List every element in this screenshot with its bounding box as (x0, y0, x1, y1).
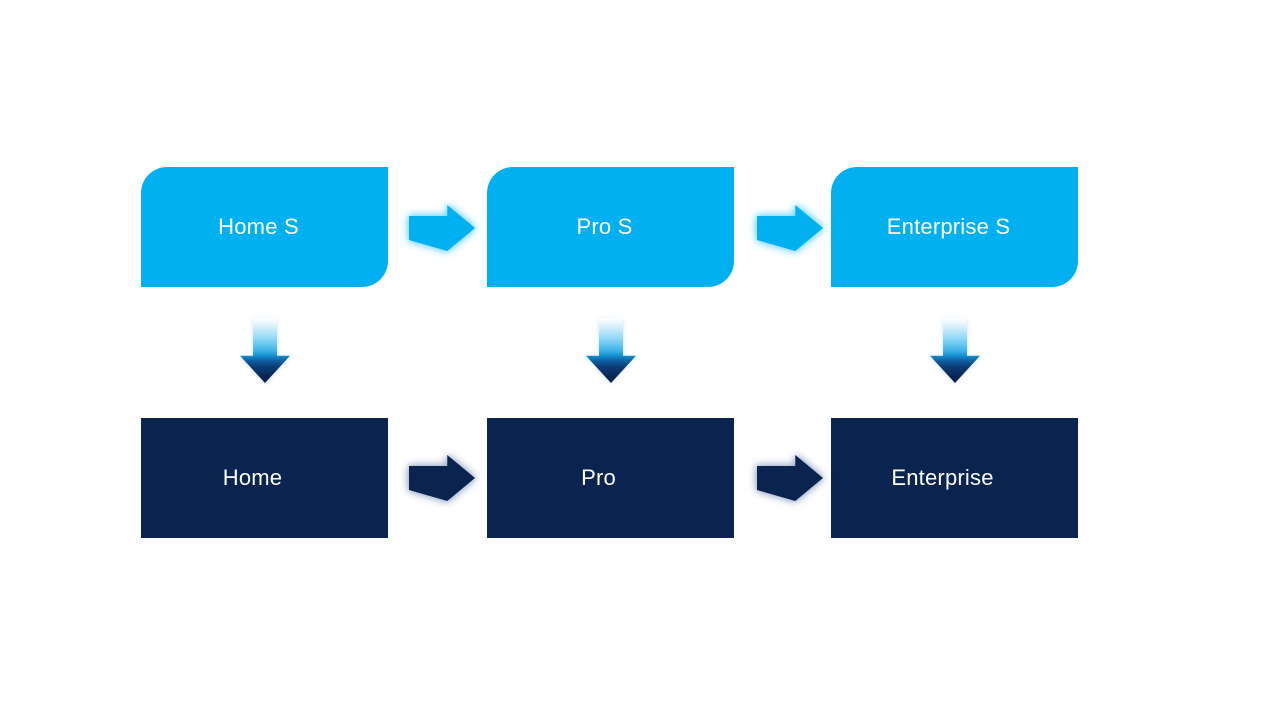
arrow-home-s-to-home (240, 318, 290, 383)
node-home-label: Home (222, 465, 283, 490)
right-arrow-icon (409, 205, 475, 251)
node-pro-label: Pro (581, 465, 616, 490)
down-arrow-icon (586, 318, 636, 383)
arrow-home-s-to-pro-s (409, 205, 475, 251)
node-pro: Pro (487, 418, 734, 538)
node-pro-s: Pro S (487, 167, 734, 287)
right-arrow-icon (757, 455, 823, 501)
right-arrow-icon (757, 205, 823, 251)
down-arrow-icon (240, 318, 290, 383)
node-enterprise: Enterprise (831, 418, 1078, 538)
node-enterprise-label: Enterprise (891, 465, 994, 490)
arrow-home-to-pro (409, 455, 475, 501)
node-home-s: Home S (141, 167, 388, 287)
arrow-enterprise-s-to-enterprise (930, 318, 980, 383)
down-arrow-icon (930, 318, 980, 383)
node-enterprise-s-label: Enterprise S (886, 214, 1011, 239)
node-home: Home (141, 418, 388, 538)
node-enterprise-s: Enterprise S (831, 167, 1078, 287)
arrow-pro-s-to-enterprise-s (757, 205, 823, 251)
arrow-pro-s-to-pro (586, 318, 636, 383)
right-arrow-icon (409, 455, 475, 501)
arrow-pro-to-enterprise (757, 455, 823, 501)
node-home-s-label: Home S (218, 214, 299, 239)
node-pro-s-label: Pro S (576, 214, 633, 239)
